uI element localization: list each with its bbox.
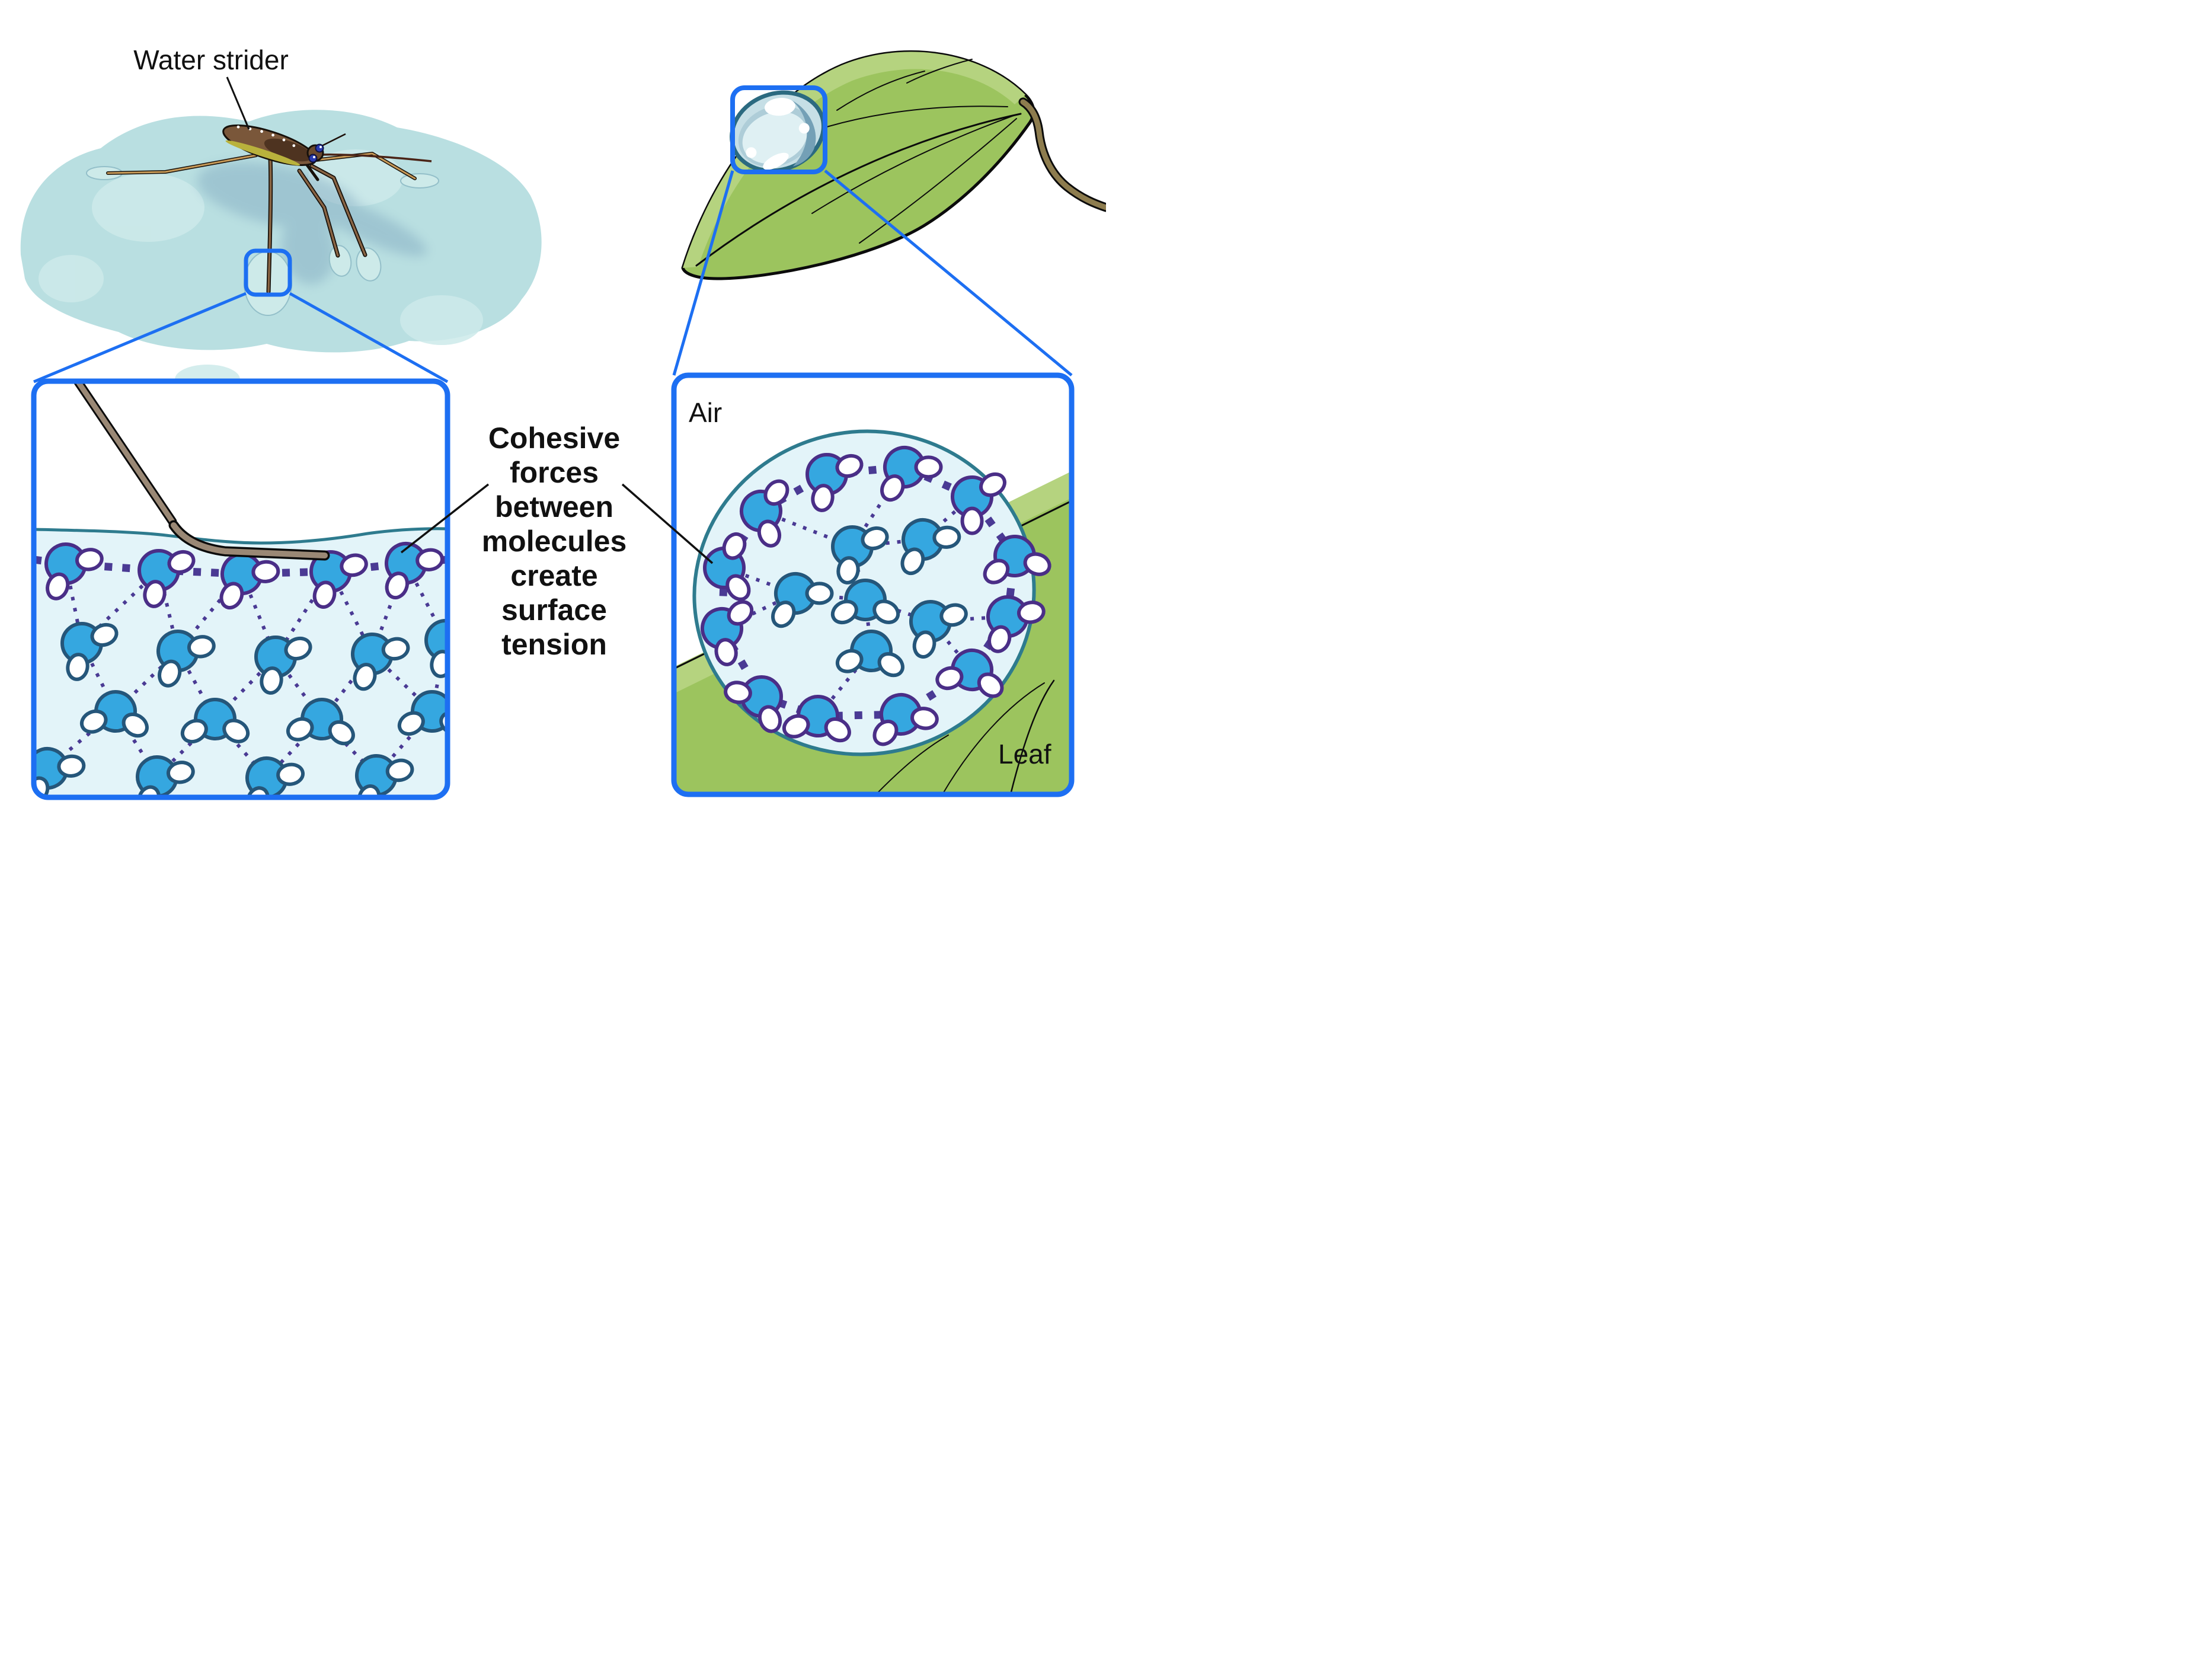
caption-line: tension bbox=[501, 628, 607, 661]
leaf-scene bbox=[672, 50, 1106, 376]
leaf-stem bbox=[1018, 97, 1106, 212]
diagram-svg: Water strider bbox=[20, 44, 1106, 800]
puddle-scene: Water strider bbox=[20, 44, 542, 394]
droplet-zoom-callout bbox=[730, 85, 827, 174]
water-strider-pointer-line bbox=[226, 76, 250, 130]
leg-callout-group bbox=[33, 248, 449, 384]
caption-line: forces bbox=[510, 456, 599, 489]
zoom-cone-line-right-b bbox=[824, 170, 1073, 376]
water-droplet bbox=[730, 90, 826, 173]
zoom-cone-line-right-a bbox=[672, 170, 734, 376]
caption-pointer-line-left bbox=[400, 483, 490, 554]
water-surface-line bbox=[34, 527, 447, 545]
right-zoom-box: Air Leaf bbox=[671, 372, 1075, 797]
water-strider-label: Water strider bbox=[133, 44, 289, 75]
strider-shadow bbox=[197, 162, 427, 285]
air-label: Air bbox=[689, 397, 722, 428]
water-molecule-inner bbox=[426, 618, 483, 678]
left-zoom-box-border bbox=[31, 378, 450, 800]
zoom-cone-line-left-a bbox=[33, 292, 247, 384]
caption-pointer-line-right bbox=[621, 483, 714, 564]
caption-line: surface bbox=[501, 593, 607, 627]
right-zoom-box-border bbox=[671, 372, 1075, 797]
caption-line: between bbox=[495, 490, 613, 523]
center-caption: Cohesive forces between molecules create… bbox=[482, 421, 627, 661]
caption-line: molecules bbox=[482, 525, 627, 558]
leg-zoom-callout bbox=[244, 248, 292, 297]
surface-tension-diagram: Water strider bbox=[0, 0, 1106, 834]
caption-line: Cohesive bbox=[488, 421, 620, 455]
strider-leg-zoomed bbox=[73, 381, 330, 561]
strider-legs bbox=[106, 152, 417, 294]
water-strider-illustration bbox=[106, 124, 432, 294]
caption-line: create bbox=[510, 559, 597, 592]
strider-body bbox=[222, 124, 317, 166]
strider-eyes bbox=[308, 143, 324, 163]
zoom-cone-line-left-b bbox=[289, 292, 449, 384]
leaf-label: Leaf bbox=[998, 739, 1051, 769]
left-zoom-box bbox=[31, 378, 483, 800]
